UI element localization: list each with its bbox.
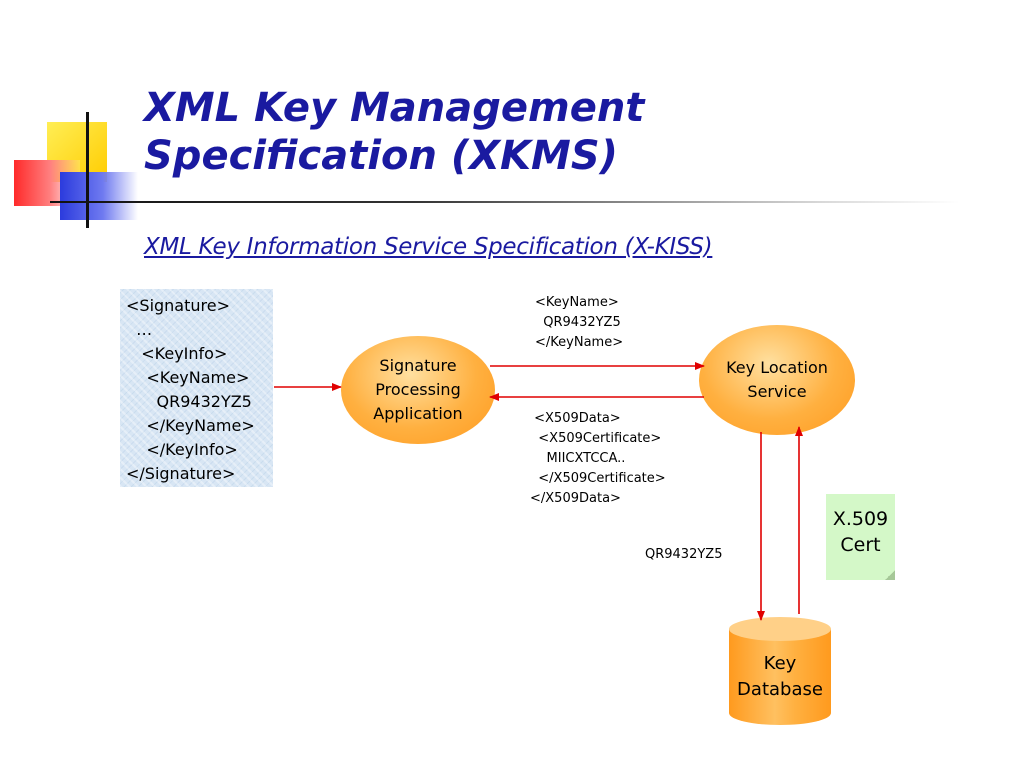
signature-line: </KeyName> [126,416,255,435]
label-line: </X509Data> [530,491,621,506]
cylinder-body [729,629,831,713]
signature-processing-node: Signature Processing Application [341,336,495,444]
x509-cert-note: X.509 Cert [826,494,895,580]
title-underline-rule [50,201,960,203]
key-database-label: Key Database [729,651,831,703]
node-label: Database [737,679,823,700]
slide-title: XML Key Management Specification (XKMS) [144,84,644,180]
slide-title-line2: Specification (XKMS) [144,133,618,179]
signature-line: <KeyInfo> [126,344,228,363]
node-label: Key Location [726,358,828,377]
label-line: </X509Certificate> [530,471,666,486]
signature-line: </Signature> [126,464,236,483]
signature-line: QR9432YZ5 [126,392,252,411]
keyname-request-label: <KeyName> QR9432YZ5 </KeyName> [535,293,623,353]
note-folded-corner [885,570,895,580]
label-line: </KeyName> [535,335,624,350]
signature-xml-box: <Signature> … <KeyInfo> <KeyName> QR9432… [120,289,273,487]
slide-subtitle: XML Key Information Service Specificatio… [144,234,713,260]
label-line: <KeyName> [535,295,619,310]
node-label: Application [373,404,463,423]
signature-line: <KeyName> [126,368,250,387]
slide-title-line1: XML Key Management [144,85,645,131]
node-label: Service [747,382,807,401]
label-line: QR9432YZ5 [535,315,621,330]
signature-line: … [126,320,153,339]
signature-line: </KeyInfo> [126,440,238,459]
node-label: Key [763,653,797,674]
signature-line: <Signature> [126,296,230,315]
deco-vertical-line [86,112,89,228]
node-label: Signature [379,356,457,375]
cylinder-top [729,617,831,641]
key-location-service-node: Key Location Service [699,325,855,435]
node-label: Processing [375,380,461,399]
label-line: MIICXTCCA.. [530,451,626,466]
key-database-node: Key Database [729,617,831,725]
deco-blue-bar [60,172,138,220]
note-line: Cert [840,534,881,556]
label-line: <X509Data> [530,411,621,426]
db-query-label: QR9432YZ5 [645,547,723,562]
x509data-response-label: <X509Data> <X509Certificate> MIICXTCCA..… [530,409,666,509]
note-line: X.509 [832,508,889,530]
label-line: <X509Certificate> [530,431,662,446]
